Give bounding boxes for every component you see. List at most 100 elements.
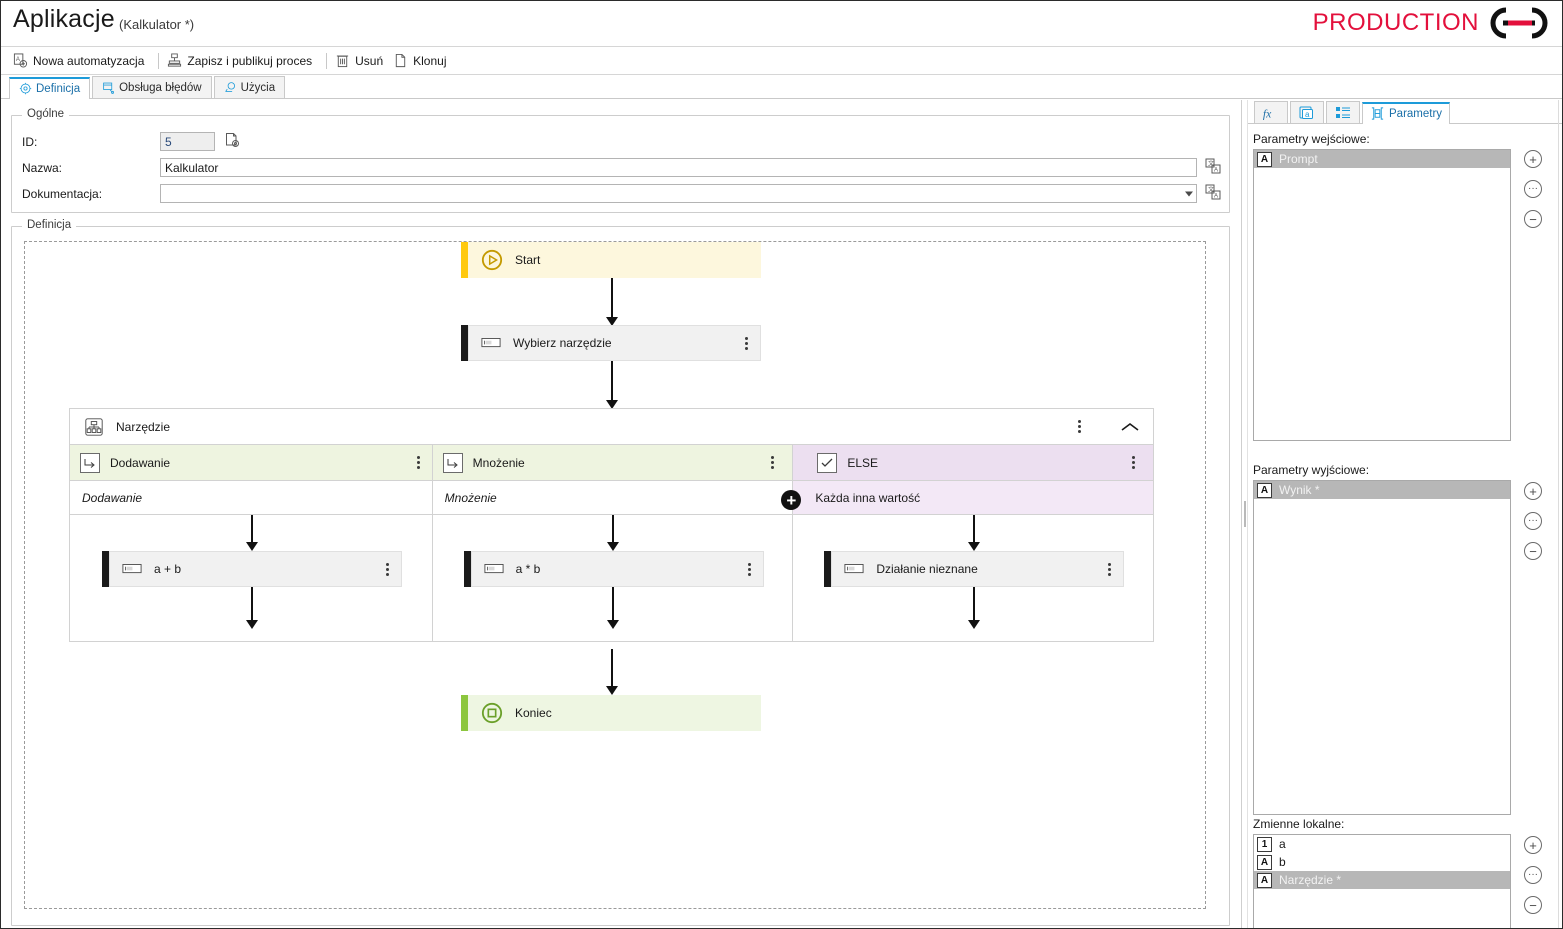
kebab-menu-icon[interactable] bbox=[1108, 562, 1112, 576]
kebab-menu-icon[interactable] bbox=[416, 456, 420, 469]
node-body: Start bbox=[468, 242, 761, 278]
tab-obsluga-bledow[interactable]: Obsługa błędów bbox=[92, 76, 212, 98]
action-label: a * b bbox=[515, 562, 541, 576]
branch-header[interactable]: ELSE bbox=[793, 445, 1154, 481]
node-body: Koniec bbox=[468, 695, 761, 731]
type-badge: A bbox=[1257, 872, 1272, 888]
remove-output-param-button[interactable]: − bbox=[1524, 542, 1542, 560]
branch-header[interactable]: Dodawanie bbox=[70, 445, 432, 481]
new-automation-icon: A bbox=[13, 53, 28, 68]
flow-switch-block[interactable]: Narzędzie bbox=[69, 408, 1154, 642]
clone-button[interactable]: Klonuj bbox=[391, 51, 454, 70]
branch-header[interactable]: Mnożenie bbox=[432, 445, 793, 481]
branch-body: a * b bbox=[432, 515, 793, 641]
chevron-up-icon[interactable] bbox=[1119, 416, 1141, 438]
input-params-list[interactable]: A Prompt bbox=[1253, 149, 1511, 441]
general-groupbox: Ogólne ID: Nazwa: bbox=[11, 108, 1230, 213]
kebab-menu-icon[interactable] bbox=[747, 562, 751, 576]
flow-arrow bbox=[967, 587, 980, 629]
right-tabbar: fx a bbox=[1248, 100, 1562, 124]
list-item[interactable]: 1 a bbox=[1254, 835, 1510, 853]
add-output-param-button[interactable]: + bbox=[1524, 482, 1542, 500]
switch-branch-dodawanie[interactable]: Dodawanie Dodawanie bbox=[70, 445, 432, 641]
delete-button[interactable]: Usuń bbox=[333, 51, 391, 70]
edit-input-param-button[interactable]: ··· bbox=[1524, 180, 1542, 198]
general-group-label: Ogólne bbox=[22, 108, 70, 120]
flow-node-select-tool[interactable]: Wybierz narzędzie bbox=[461, 325, 761, 361]
main-body: Ogólne ID: Nazwa: bbox=[1, 100, 1562, 928]
output-params-list[interactable]: A Wynik * bbox=[1253, 480, 1511, 815]
checkbox-checked-icon[interactable] bbox=[817, 452, 838, 473]
svg-text:fx: fx bbox=[1263, 107, 1272, 120]
minus-icon: − bbox=[1529, 543, 1537, 559]
kebab-menu-icon[interactable] bbox=[771, 456, 775, 469]
name-label: Nazwa: bbox=[22, 160, 63, 175]
usages-icon bbox=[224, 82, 235, 92]
branch-condition: Dodawanie bbox=[70, 481, 432, 515]
list-item[interactable]: A Narzędzie * bbox=[1254, 871, 1510, 889]
assign-icon bbox=[484, 564, 504, 574]
list-item[interactable]: A Prompt bbox=[1254, 150, 1510, 168]
right-pane: fx a bbox=[1248, 100, 1562, 928]
kebab-menu-icon[interactable] bbox=[1078, 420, 1081, 433]
name-input[interactable] bbox=[160, 158, 1197, 177]
kebab-menu-icon[interactable] bbox=[386, 562, 389, 576]
document-settings-icon[interactable] bbox=[224, 132, 240, 151]
node-accent-bar bbox=[463, 551, 471, 587]
list-item[interactable]: A b bbox=[1254, 853, 1510, 871]
remove-input-param-button[interactable]: − bbox=[1524, 210, 1542, 228]
tab-list[interactable] bbox=[1326, 101, 1360, 123]
node-body: a + b bbox=[109, 551, 402, 587]
node-accent-bar bbox=[824, 551, 832, 587]
flow-node-add[interactable]: a + b bbox=[102, 551, 402, 587]
pane-splitter[interactable] bbox=[1242, 100, 1248, 928]
kebab-menu-icon[interactable] bbox=[745, 336, 748, 350]
branch-condition: Każda inna wartość bbox=[793, 481, 1154, 515]
list-item[interactable]: A Wynik * bbox=[1254, 481, 1510, 499]
start-icon bbox=[481, 249, 503, 271]
switch-branch-mnozenie[interactable]: Mnożenie Mnożenie bbox=[432, 445, 793, 641]
kebab-menu-icon[interactable] bbox=[1132, 456, 1136, 469]
ellipsis-icon: ··· bbox=[1528, 183, 1538, 194]
local-vars-label: Zmienne lokalne: bbox=[1253, 817, 1345, 831]
list-item-label: Narzędzie * bbox=[1279, 873, 1342, 887]
switch-branch-else[interactable]: + ELSE Każda inna wartość bbox=[781, 445, 1154, 641]
tab-obsluga-bledow-label: Obsługa błędów bbox=[119, 81, 202, 94]
output-params-label: Parametry wyjściowe: bbox=[1253, 463, 1370, 477]
tab-uzycia[interactable]: Użycia bbox=[213, 76, 286, 98]
flow-node-start[interactable]: Start bbox=[461, 242, 761, 278]
add-local-var-button[interactable]: + bbox=[1524, 836, 1542, 854]
documentation-combobox[interactable] bbox=[160, 184, 1197, 203]
edit-local-var-button[interactable]: ··· bbox=[1524, 866, 1542, 884]
id-input[interactable] bbox=[160, 132, 215, 151]
id-field-row: ID: bbox=[22, 132, 240, 151]
action-label: a + b bbox=[154, 562, 182, 576]
plus-icon: + bbox=[1529, 837, 1537, 853]
tab-definicja[interactable]: Definicja bbox=[9, 77, 91, 99]
tab-texts[interactable]: a bbox=[1290, 101, 1324, 123]
add-branch-icon[interactable]: + bbox=[781, 490, 802, 510]
save-publish-button[interactable]: Zapisz i publikuj proces bbox=[165, 51, 320, 70]
flow-arrow bbox=[245, 587, 258, 629]
remove-local-var-button[interactable]: − bbox=[1524, 896, 1542, 914]
local-vars-list[interactable]: 1 a A b A Narzędzie * bbox=[1253, 834, 1511, 928]
translate-icon[interactable]: 文 A bbox=[1205, 158, 1221, 177]
column-divider bbox=[431, 445, 433, 641]
add-input-param-button[interactable]: + bbox=[1524, 150, 1542, 168]
input-params-label: Parametry wejściowe: bbox=[1253, 132, 1370, 146]
flow-node-unknown[interactable]: Działanie nieznane bbox=[824, 551, 1125, 587]
new-automation-button[interactable]: A Nowa automatyzacja bbox=[11, 51, 152, 70]
flow-arrow bbox=[605, 278, 618, 326]
flow-node-end[interactable]: Koniec bbox=[461, 695, 761, 731]
flow-node-multiply[interactable]: a * b bbox=[463, 551, 764, 587]
parameters-icon bbox=[1371, 107, 1384, 120]
tab-parametry[interactable]: Parametry bbox=[1362, 102, 1451, 124]
edit-output-param-button[interactable]: ··· bbox=[1524, 512, 1542, 530]
definition-group-label: Definicja bbox=[22, 219, 77, 231]
switch-header[interactable]: Narzędzie bbox=[70, 409, 1153, 445]
tab-expressions[interactable]: fx bbox=[1254, 101, 1288, 123]
translate-icon[interactable]: 文 A bbox=[1205, 184, 1221, 203]
flow-canvas[interactable]: Start bbox=[24, 241, 1206, 909]
brand-logo: PRODUCTION bbox=[1313, 6, 1554, 40]
name-field-row: Nazwa: 文 A bbox=[22, 158, 1221, 177]
